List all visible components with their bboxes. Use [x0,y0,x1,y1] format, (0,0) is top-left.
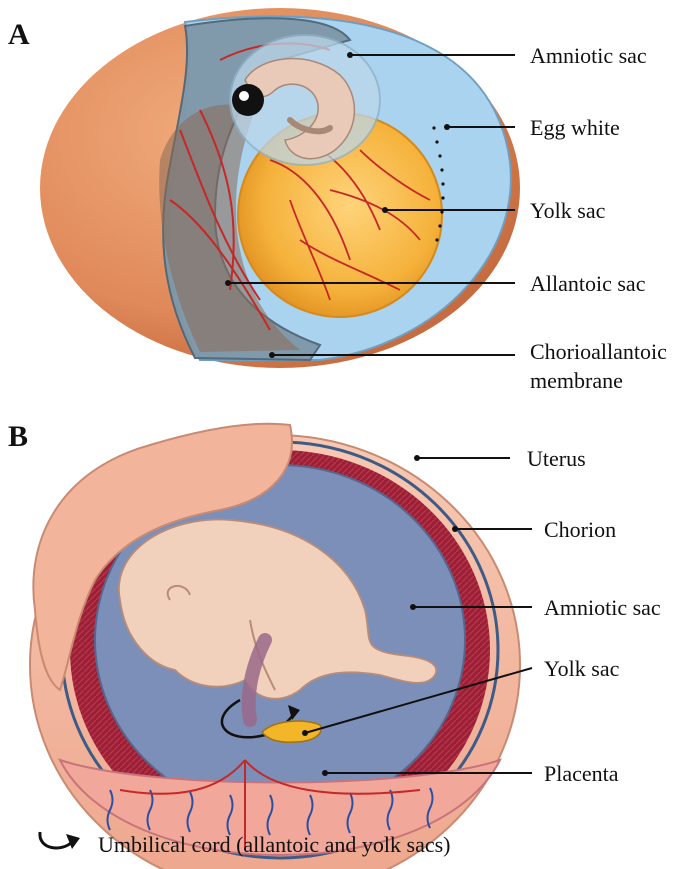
fetus [118,518,438,700]
label-uterus: Uterus [527,446,586,471]
panel-b-uterus: B [8,420,661,869]
embryo-eye [232,84,264,116]
panel-a-egg: A [8,8,667,393]
label-placenta: Placenta [544,761,619,786]
label-chorioallantoic-line1: Chorioallantoic [530,339,667,364]
panel-a-leaders [225,52,515,358]
legend-text: Umbilical cord (allantoic and yolk sacs) [98,832,451,857]
label-amniotic-sac-a: Amniotic sac [530,43,647,68]
label-yolk-sac-a: Yolk sac [530,198,606,223]
embryo-eye-highlight [239,91,249,101]
curved-arrow-icon [38,831,80,850]
fetus-ear [166,585,191,601]
uterus-flap [32,422,293,692]
umbilical-cord [241,633,272,727]
yolk-sac-small [260,720,322,743]
yolk-sac-dotted-edge [432,126,445,242]
embryo-limb [287,117,333,135]
placenta-arteries [119,759,421,850]
placenta [58,758,502,857]
label-egg-white: Egg white [530,115,620,140]
label-allantoic-sac: Allantoic sac [530,271,646,296]
panel-b-letter: B [8,420,28,453]
umbilical-cord-arrowhead [288,705,300,720]
panel-a-letter: A [8,18,30,51]
label-yolk-sac-b: Yolk sac [544,656,620,681]
legend: Umbilical cord (allantoic and yolk sacs) [38,831,451,857]
label-chorioallantoic-line2: membrane [530,368,623,393]
label-chorion: Chorion [544,517,616,542]
panel-b-leaders [302,455,533,776]
chick-embryo [244,57,356,160]
label-amniotic-sac-b: Amniotic sac [544,595,661,620]
placenta-vessels [106,787,434,836]
